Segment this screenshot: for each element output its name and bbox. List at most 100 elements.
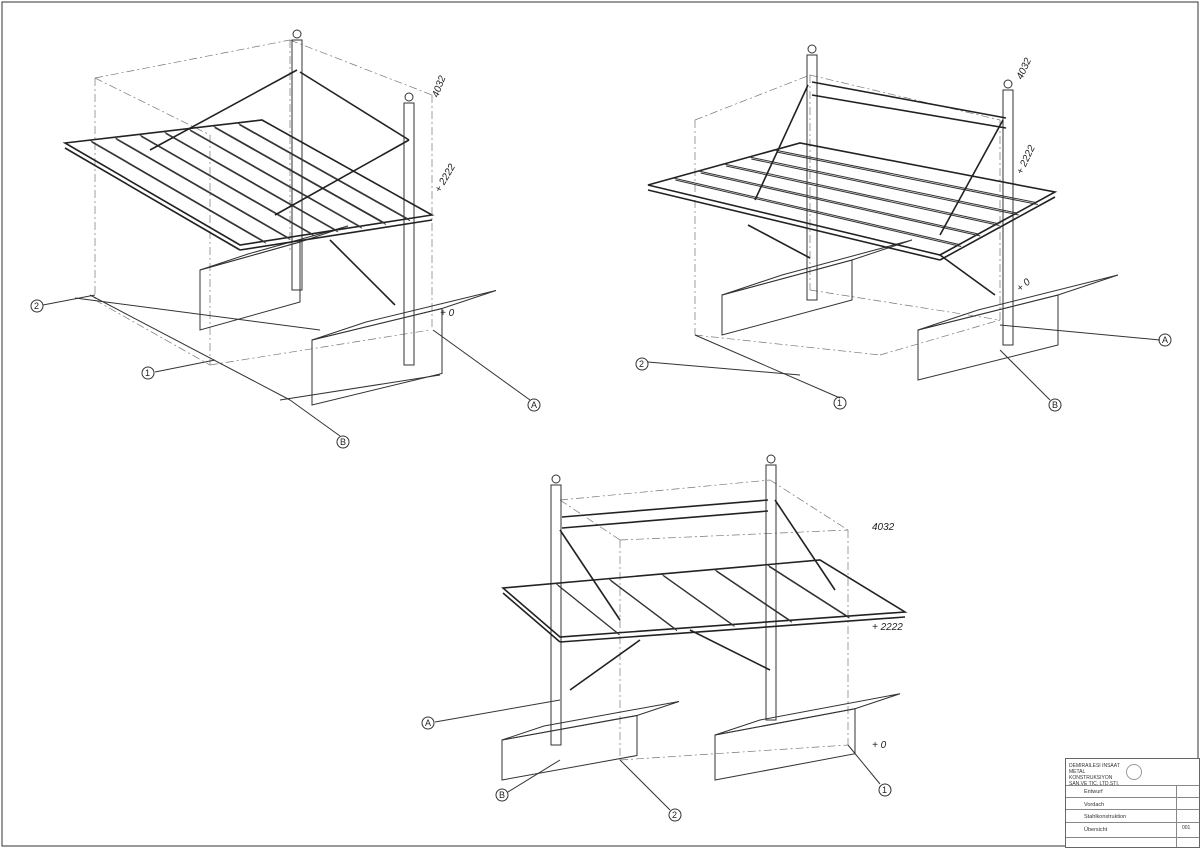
roof-frame-outline bbox=[501, 559, 908, 638]
axis-line bbox=[289, 399, 341, 437]
diagonal-brace bbox=[939, 119, 1004, 236]
company-logo bbox=[1126, 764, 1142, 780]
roof-purlin bbox=[116, 138, 291, 240]
steel-column bbox=[1002, 89, 1014, 346]
roof-purlin bbox=[698, 170, 979, 235]
roof-purlin bbox=[673, 177, 960, 245]
roof-purlin bbox=[91, 141, 267, 244]
roof-purlin bbox=[700, 172, 981, 237]
roof-purlin bbox=[140, 135, 315, 237]
roof-purlin bbox=[663, 575, 735, 627]
diagonal-brace bbox=[689, 629, 771, 671]
steel-column bbox=[291, 39, 303, 291]
column-cap bbox=[551, 474, 561, 484]
roof-frame-edge bbox=[559, 616, 906, 643]
steel-column bbox=[765, 464, 777, 721]
hidden-line bbox=[879, 319, 1001, 356]
level-ground-label: + 0 bbox=[440, 308, 455, 319]
foundation-block bbox=[199, 241, 301, 331]
roof-frame-edge bbox=[64, 147, 241, 251]
roof-purlin bbox=[776, 151, 1038, 205]
column-cap bbox=[292, 29, 302, 39]
hidden-line bbox=[809, 74, 1001, 121]
view-2 bbox=[647, 44, 1161, 401]
level-top-label: 4032 bbox=[1015, 56, 1035, 81]
diagonal-brace bbox=[939, 254, 996, 296]
roof-frame-edge bbox=[647, 189, 941, 261]
steel-column bbox=[550, 484, 562, 746]
hidden-line bbox=[619, 529, 849, 541]
view-1-labels: 4032 + 2222 + 0 A B 1 2 bbox=[30, 74, 541, 449]
roof-purlin bbox=[212, 125, 385, 223]
axis-1: 1 bbox=[145, 368, 150, 378]
status-field: Entwurf bbox=[1084, 789, 1103, 795]
diagonal-brace bbox=[299, 71, 410, 141]
dimension-line bbox=[279, 374, 441, 401]
axis-a: A bbox=[425, 718, 431, 728]
title-block: DEMIRAILESI INSAAT METAL KONSTRUKSIYON S… bbox=[1065, 758, 1200, 848]
axis-line bbox=[999, 324, 1161, 341]
diagonal-brace bbox=[559, 529, 621, 621]
column-cap bbox=[766, 454, 776, 464]
tie-bar bbox=[561, 499, 769, 518]
axis-b: B bbox=[1052, 400, 1058, 410]
roof-purlin bbox=[725, 165, 1000, 226]
roof-purlin bbox=[138, 133, 313, 235]
roof-frame-edge bbox=[939, 196, 1056, 261]
sheet-number: 001 bbox=[1182, 825, 1191, 831]
hidden-line bbox=[94, 39, 291, 79]
axis-line bbox=[619, 759, 671, 811]
roof-frame-edge bbox=[502, 592, 561, 643]
hidden-line bbox=[694, 334, 881, 356]
hidden-line bbox=[209, 329, 431, 366]
foundation-top bbox=[501, 701, 680, 741]
roof-purlin bbox=[766, 564, 848, 617]
hidden-line bbox=[694, 74, 811, 121]
roof-purlin bbox=[237, 122, 409, 220]
axis-2: 2 bbox=[639, 359, 644, 369]
roof-purlin bbox=[165, 133, 339, 233]
view-3 bbox=[434, 454, 908, 811]
diagonal-brace bbox=[274, 139, 410, 216]
diagonal-brace bbox=[747, 224, 811, 259]
foundation-block bbox=[311, 307, 443, 406]
foundation-top bbox=[721, 239, 913, 296]
diagonal-brace bbox=[774, 499, 836, 591]
level-ground-label: + 0 bbox=[1015, 276, 1033, 294]
tie-bar bbox=[811, 94, 1007, 129]
axis-2: 2 bbox=[34, 301, 39, 311]
tie-bar bbox=[561, 510, 769, 529]
axis-2: 2 bbox=[672, 810, 677, 820]
diagonal-brace bbox=[329, 239, 396, 306]
canopy-roof-frame bbox=[501, 559, 908, 643]
roof-purlin bbox=[189, 130, 363, 229]
view-1 bbox=[42, 29, 531, 437]
hidden-line bbox=[289, 39, 433, 96]
axis-line bbox=[507, 759, 561, 793]
axis-line bbox=[999, 349, 1051, 401]
axis-line bbox=[847, 744, 881, 785]
level-ground-label: + 0 bbox=[872, 740, 887, 751]
roof-purlin bbox=[768, 566, 850, 619]
column-cap bbox=[1003, 79, 1013, 89]
roof-purlin bbox=[89, 139, 265, 242]
axis-1: 1 bbox=[837, 398, 842, 408]
project-field: Vordach bbox=[1084, 802, 1105, 808]
roof-purlin bbox=[774, 149, 1036, 203]
canopy-roof-frame bbox=[647, 142, 1058, 261]
axis-a: A bbox=[531, 400, 537, 410]
foundation-top bbox=[311, 290, 497, 341]
view-3-labels: 4032 + 2222 + 0 A B 1 2 bbox=[421, 522, 903, 822]
roof-purlin bbox=[714, 568, 791, 621]
axis-a: A bbox=[1162, 335, 1168, 345]
axis-b: B bbox=[499, 790, 505, 800]
steel-column bbox=[403, 102, 415, 366]
hidden-line bbox=[769, 479, 849, 531]
axis-line bbox=[432, 329, 531, 401]
roof-purlin bbox=[675, 179, 962, 247]
roof-frame-edge bbox=[239, 219, 433, 251]
drawing-field: Übersicht bbox=[1084, 827, 1108, 833]
level-top-label: 4032 bbox=[430, 74, 448, 99]
